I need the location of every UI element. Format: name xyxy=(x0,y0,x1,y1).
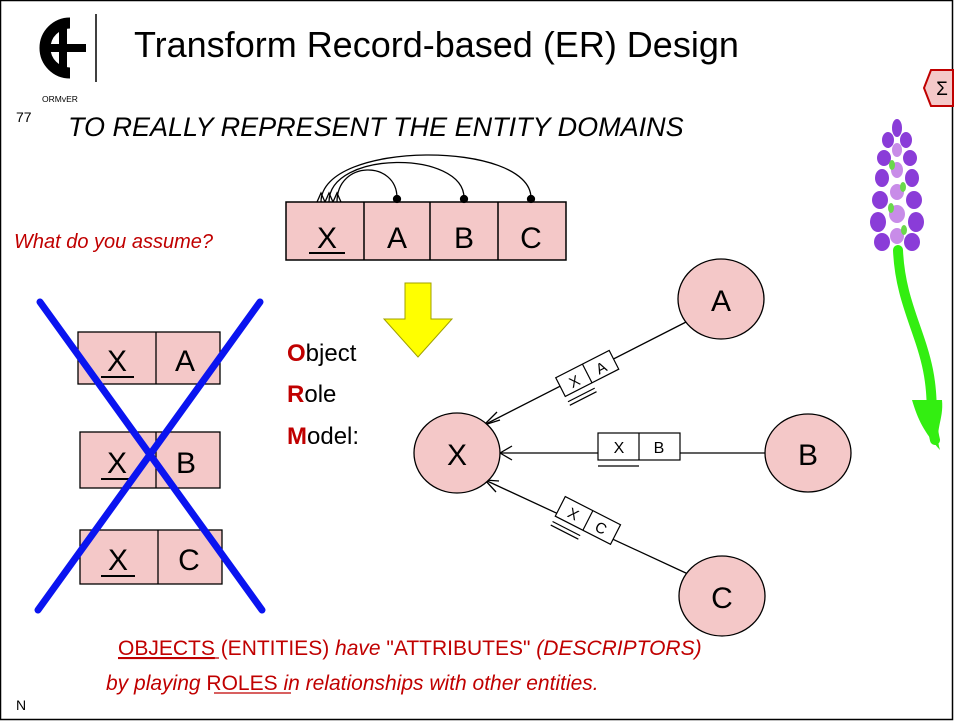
table-c-attr: C xyxy=(178,544,200,577)
svg-text:Model:: Model: xyxy=(287,423,359,450)
dependency-arcs xyxy=(316,154,536,204)
fact-type-xa: X A xyxy=(554,349,620,406)
entity-a-label: A xyxy=(711,285,731,318)
sigma-icon: Σ xyxy=(936,79,948,100)
table-b-attr: B xyxy=(176,447,196,480)
fact-type-xb: X B xyxy=(597,432,681,467)
svg-text:Object: Object xyxy=(287,340,357,367)
record-cell-c: C xyxy=(520,222,542,255)
entity-b-label: B xyxy=(798,439,818,472)
svg-text:Role: Role xyxy=(287,381,336,408)
record-cell-a: A xyxy=(387,222,407,255)
entity-c-label: C xyxy=(711,582,733,615)
slide-title: Transform Record-based (ER) Design xyxy=(134,24,739,65)
crossed-table-c: X C xyxy=(79,529,223,585)
table-a-attr: A xyxy=(175,345,195,378)
record-cell-b: B xyxy=(454,222,474,255)
slide-number: 77 xyxy=(16,109,32,125)
sigma-tab[interactable]: Σ xyxy=(922,69,954,107)
record-box: X A B C xyxy=(285,201,567,261)
orm-label: Object Role Model: xyxy=(287,340,359,450)
question-text: What do you assume? xyxy=(14,231,214,253)
entity-b: B xyxy=(764,413,852,493)
arrow-down-icon xyxy=(382,282,454,358)
entity-x-label: X xyxy=(447,439,467,472)
cross-out-mark xyxy=(34,298,266,614)
sub-label: ORMvER xyxy=(42,94,78,104)
table-b-key: X xyxy=(107,447,127,480)
crossed-table-a: X A xyxy=(77,331,221,385)
table-c-key: X xyxy=(108,544,128,577)
table-a-key: X xyxy=(107,345,127,378)
footer-line-1: OBJECTS (ENTITIES) have "ATTRIBUTES" (DE… xyxy=(118,637,702,660)
logo-icon xyxy=(39,17,86,79)
entity-x: X xyxy=(413,412,501,494)
corner-label: N xyxy=(16,697,26,713)
fact-xb-left: X xyxy=(614,440,625,457)
record-cell-x: X xyxy=(317,222,337,255)
fact-type-xc: X C xyxy=(550,495,622,546)
fact-xb-right: B xyxy=(654,440,665,457)
footer-line-2: by playing ROLES in relationships with o… xyxy=(106,672,599,695)
lavender-icon xyxy=(870,119,943,450)
entity-a: A xyxy=(677,258,765,340)
entity-c: C xyxy=(678,555,766,637)
subtitle: TO REALLY REPRESENT THE ENTITY DOMAINS xyxy=(68,112,684,142)
